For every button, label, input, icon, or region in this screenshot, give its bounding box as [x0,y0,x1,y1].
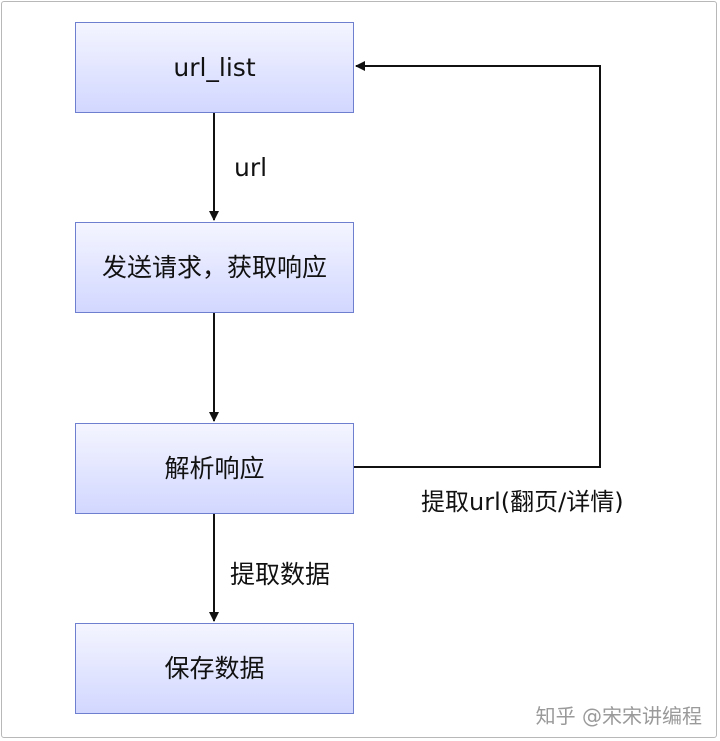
edge-label-extract-data: 提取数据 [230,560,331,589]
node-save-data-label: 保存数据 [164,653,265,683]
node-url-list: url_list [75,22,354,113]
edge-label-url: url [234,153,268,182]
watermark-text: 知乎 @宋宋讲编程 [535,704,702,728]
node-parse-response-label: 解析响应 [164,453,265,483]
node-save-data: 保存数据 [75,623,354,714]
node-send-request: 发送请求，获取响应 [75,222,354,313]
node-url-list-label: url_list [173,52,256,82]
arrow-parse-back-to-urllist [354,61,601,468]
node-send-request-label: 发送请求，获取响应 [101,252,327,282]
edge-label-extract-url: 提取url(翻页/详情) [421,488,624,516]
node-parse-response: 解析响应 [75,423,354,514]
